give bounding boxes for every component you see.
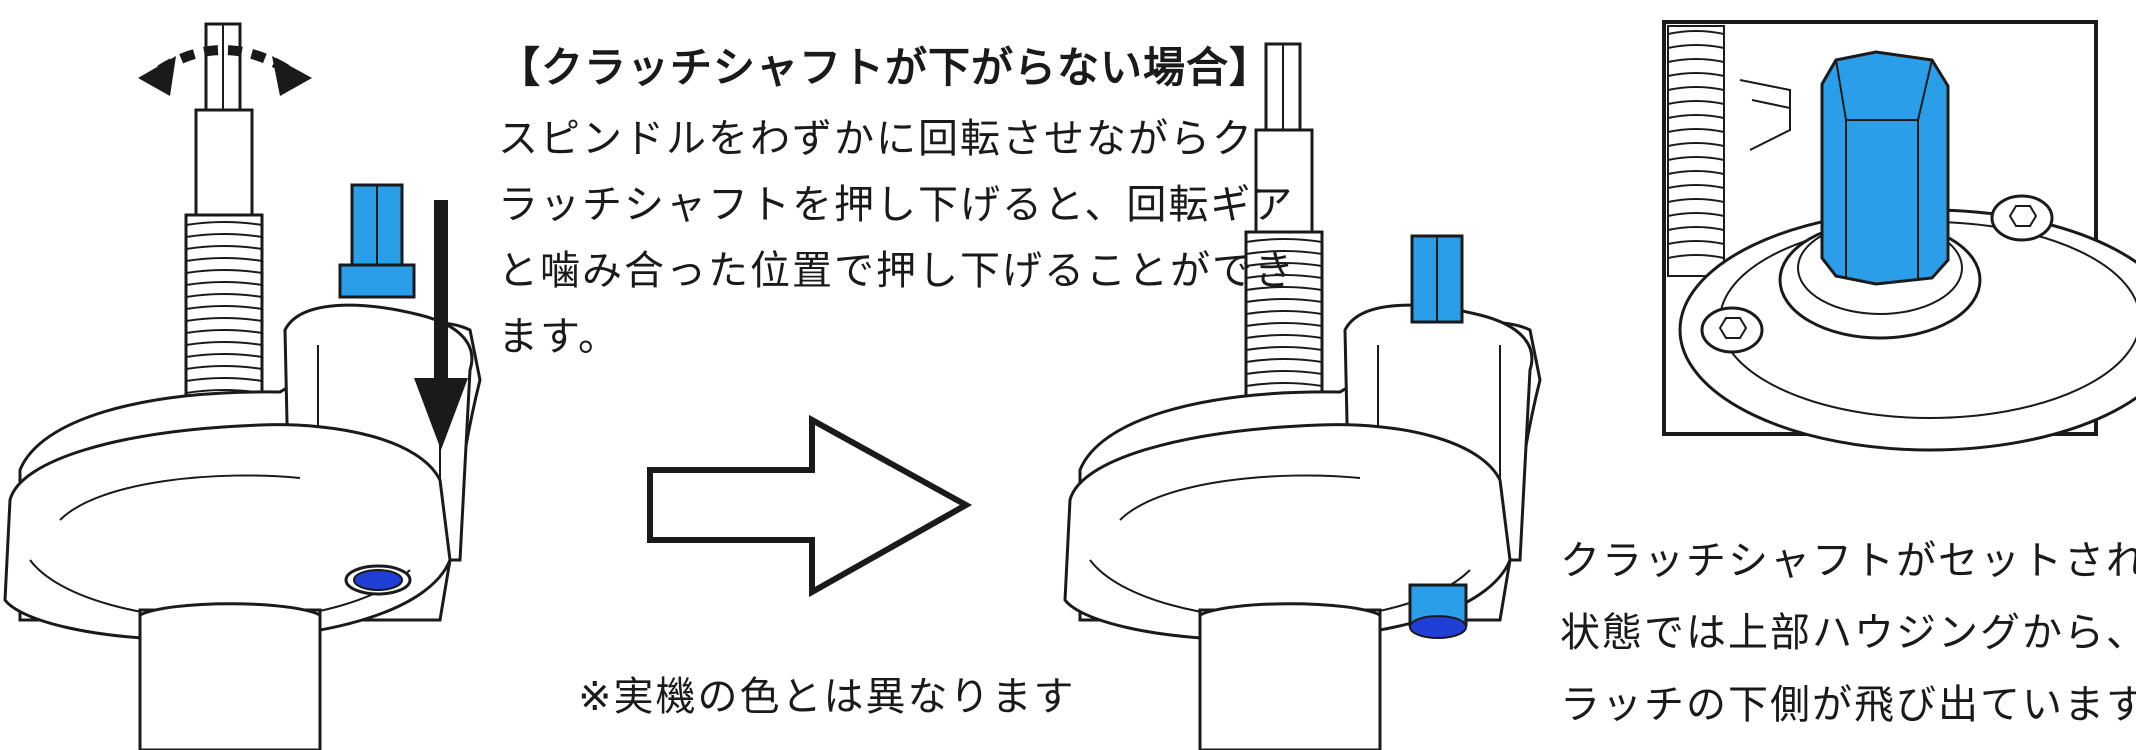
instruction-line-3: と噛み合った位置で押し下げることができ bbox=[498, 248, 1296, 294]
thread-ridge bbox=[1245, 262, 1323, 267]
thread-ridge bbox=[185, 245, 263, 250]
instruction-line-2: ラッチシャフトを押し下げると、回転ギア bbox=[498, 182, 1295, 228]
right-housing-lower bbox=[1063, 423, 1512, 642]
thread-ridge bbox=[1667, 142, 1725, 147]
thread-ridge bbox=[185, 221, 263, 226]
thread-ridge bbox=[185, 377, 263, 382]
thread-ridge bbox=[1667, 212, 1725, 217]
thread-ridge bbox=[185, 257, 263, 262]
thread-ridge bbox=[1245, 310, 1323, 315]
curved-double-arrow-icon bbox=[138, 45, 312, 96]
thread-ridge bbox=[1245, 346, 1323, 351]
thread-ridge bbox=[1667, 226, 1725, 231]
result-line-2: 状態では上部ハウジングから、ク bbox=[1560, 610, 2136, 656]
inset-clutch-shaft-blue bbox=[1820, 50, 1950, 286]
thread-ridge bbox=[1667, 114, 1725, 119]
inset-detail bbox=[1662, 20, 2136, 452]
thread-ridge bbox=[1667, 184, 1725, 189]
thread-ridge bbox=[185, 329, 263, 334]
thread-ridge bbox=[1245, 370, 1323, 375]
thread-ridge bbox=[1245, 322, 1323, 327]
thread-ridge bbox=[185, 269, 263, 274]
color-disclaimer-note: ※実機の色とは異なります bbox=[578, 674, 1076, 720]
thread-ridge bbox=[1667, 72, 1725, 77]
inset-bolt-right bbox=[1990, 194, 2054, 242]
thread-ridge bbox=[1245, 250, 1323, 255]
thread-ridge bbox=[1245, 358, 1323, 363]
thread-ridge bbox=[1245, 298, 1323, 303]
thread-ridge bbox=[1245, 286, 1323, 291]
thread-ridge bbox=[1667, 30, 1725, 35]
left-bottom-tube bbox=[138, 608, 322, 750]
left-spindle-shaft bbox=[194, 108, 254, 222]
thread-ridge bbox=[185, 341, 263, 346]
thread-ridge bbox=[1667, 156, 1725, 161]
left-clutch-bottom-blue bbox=[353, 569, 403, 591]
inset-bolt-left bbox=[1700, 306, 1764, 354]
thread-ridge bbox=[1667, 44, 1725, 49]
thread-ridge bbox=[1667, 58, 1725, 63]
down-arrow-icon bbox=[414, 200, 468, 450]
result-line-3: ラッチの下側が飛び出ています。 bbox=[1560, 682, 2136, 728]
thread-ridge bbox=[1667, 254, 1725, 259]
thread-ridge bbox=[1667, 198, 1725, 203]
thread-ridge bbox=[1667, 128, 1725, 133]
thread-ridge bbox=[185, 353, 263, 358]
right-bottom-tube bbox=[1198, 608, 1382, 750]
thread-ridge bbox=[185, 317, 263, 322]
thread-ridge bbox=[1245, 238, 1323, 243]
thread-ridge bbox=[185, 293, 263, 298]
left-housing-lower bbox=[3, 423, 452, 642]
heading-title: 【クラッチシャフトが下がらない場合】 bbox=[498, 43, 1273, 92]
left-spindle-thread bbox=[184, 213, 264, 407]
right-assembly bbox=[1063, 42, 1542, 750]
instruction-line-4: ます。 bbox=[498, 314, 620, 360]
result-line-1: クラッチシャフトがセットされた bbox=[1560, 538, 2136, 584]
thread-ridge bbox=[185, 365, 263, 370]
thread-ridge bbox=[1245, 382, 1323, 387]
thread-ridge bbox=[1245, 274, 1323, 279]
left-assembly bbox=[3, 22, 482, 750]
thread-ridge bbox=[1245, 334, 1323, 339]
thread-ridge bbox=[1667, 86, 1725, 91]
right-arrow-icon bbox=[647, 414, 973, 598]
thread-ridge bbox=[1667, 170, 1725, 175]
thread-ridge bbox=[1667, 100, 1725, 105]
thread-ridge bbox=[185, 281, 263, 286]
instruction-line-1: スピンドルをわずかに回転させながらク bbox=[498, 116, 1254, 162]
thread-ridge bbox=[1667, 240, 1725, 245]
thread-ridge bbox=[185, 305, 263, 310]
thread-ridge bbox=[185, 233, 263, 238]
